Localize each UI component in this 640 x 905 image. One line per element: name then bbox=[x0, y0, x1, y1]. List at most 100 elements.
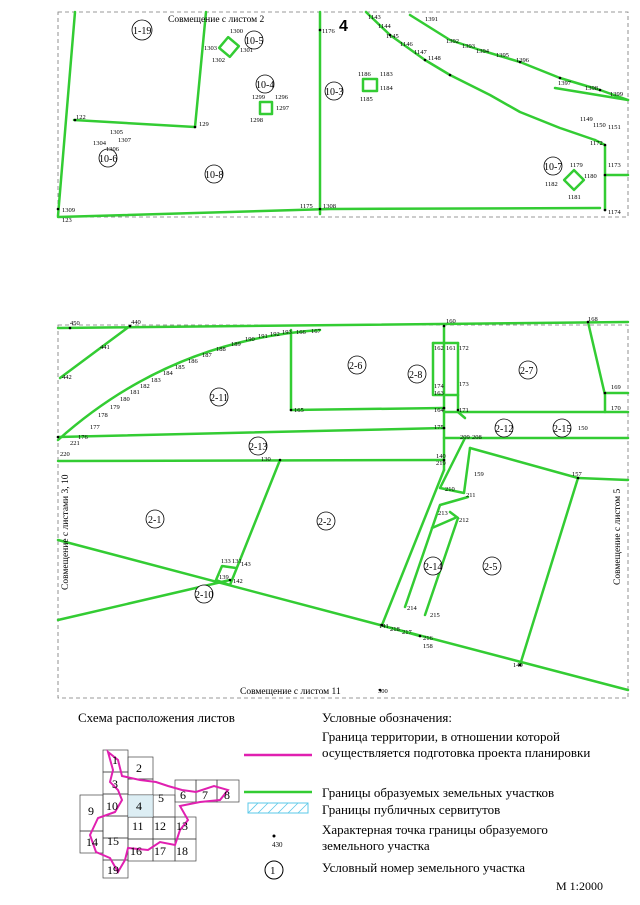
point-label: 169 bbox=[611, 384, 621, 391]
parcel-10-5: 10-5 bbox=[245, 36, 263, 47]
parcel-2-13: 2-13 bbox=[249, 442, 267, 453]
legend-title: Условные обозначения: bbox=[322, 710, 453, 725]
point-label: 174 bbox=[434, 383, 445, 390]
upper-sheet-frame bbox=[57, 11, 629, 218]
point-label: 133 bbox=[221, 558, 231, 565]
point-label: 143 bbox=[241, 561, 251, 568]
point-label: 166 bbox=[296, 329, 307, 336]
point-label: 210 bbox=[445, 486, 455, 493]
parcel-2-6: 2-6 bbox=[349, 361, 362, 372]
point-label: 220 bbox=[60, 451, 70, 458]
point-label: 213 bbox=[438, 510, 448, 517]
point-label: 192 bbox=[270, 331, 280, 338]
point-label: 171 bbox=[459, 407, 469, 414]
point-label: 218 bbox=[390, 626, 400, 633]
point-label: 1175 bbox=[300, 203, 313, 210]
scheme-sheet-3: 3 bbox=[112, 777, 118, 791]
point-label: 1145 bbox=[386, 33, 399, 40]
legend-item-territory: Граница территории, в отношении которой … bbox=[322, 729, 591, 760]
point-label: 1301 bbox=[240, 47, 253, 54]
scheme-sheet-19: 19 bbox=[107, 863, 119, 877]
point-label: 186 bbox=[188, 358, 199, 365]
point-label: 164 bbox=[434, 407, 445, 414]
point-label: 1185 bbox=[360, 96, 373, 103]
point-label: 1172 bbox=[590, 140, 603, 147]
point-label: 182 bbox=[140, 383, 150, 390]
left-alignment-note: Совмещение с листами 3, 10 bbox=[61, 474, 71, 590]
scheme-sheet-18: 18 bbox=[176, 844, 188, 858]
point-label: 162 bbox=[434, 345, 444, 352]
point-label: 215 bbox=[430, 612, 440, 619]
point-label: 173 bbox=[459, 381, 469, 388]
parcel-10-6: 10-6 bbox=[99, 154, 117, 165]
point-label: 187 bbox=[202, 352, 213, 359]
point-label: 163 bbox=[434, 390, 444, 397]
scheme-sheet-7: 7 bbox=[202, 788, 208, 802]
point-label: 140 bbox=[436, 453, 446, 460]
point-label: 1183 bbox=[380, 71, 393, 78]
scheme-numbers: 1 2 3 4 5 6 7 8 9 10 11 12 13 14 15 16 1… bbox=[86, 753, 283, 877]
point-label: 1298 bbox=[250, 117, 263, 124]
point-label: 1186 bbox=[358, 71, 372, 78]
point-label: 1184 bbox=[380, 85, 394, 92]
point-label: 1179 bbox=[570, 162, 583, 169]
legend-number-sample: 1 bbox=[270, 865, 276, 877]
parcel-2-11: 2-11 bbox=[210, 393, 228, 404]
point-label: 1296 bbox=[275, 94, 289, 101]
point-label: 175 bbox=[434, 424, 444, 431]
point-label: 172 bbox=[459, 345, 469, 352]
point-label: 1304 bbox=[93, 140, 107, 147]
point-label: 1308 bbox=[323, 203, 336, 210]
point-label: 168 bbox=[588, 316, 598, 323]
point-label: 165 bbox=[294, 407, 304, 414]
point-label: 181 bbox=[130, 389, 140, 396]
point-label: 191 bbox=[258, 333, 268, 340]
point-label: 1143 bbox=[368, 14, 381, 21]
point-label: 190 bbox=[245, 336, 255, 343]
point-label: 1394 bbox=[476, 48, 490, 55]
point-label: 212 bbox=[459, 517, 469, 524]
point-label: 170 bbox=[611, 405, 621, 412]
right-alignment-note: Совмещение с листом 5 bbox=[613, 488, 623, 585]
point-label: 1393 bbox=[462, 43, 475, 50]
point-label: 442 bbox=[62, 374, 72, 381]
parcel-circles bbox=[98, 19, 572, 604]
parcel-2-2: 2-2 bbox=[318, 517, 331, 528]
parcel-2-8: 2-8 bbox=[409, 370, 422, 381]
point-label: 1144 bbox=[378, 23, 392, 30]
legend-item-point: Характерная точка границы образуемого зе… bbox=[322, 822, 548, 853]
point-label: 184 bbox=[163, 370, 174, 377]
scheme-sheet-8: 8 bbox=[224, 788, 230, 802]
point-label: 1299 bbox=[252, 94, 265, 101]
parcel-10-4: 10-4 bbox=[256, 80, 274, 91]
point-label: 142 bbox=[233, 578, 243, 585]
point-label: 221 bbox=[70, 440, 80, 447]
point-label: 1146 bbox=[400, 41, 414, 48]
legend-item-servitudes: Границы публичных сервитутов bbox=[322, 802, 501, 817]
point-label: 1147 bbox=[414, 49, 428, 56]
point-label: 1300 bbox=[230, 28, 243, 35]
point-label: 1395 bbox=[496, 52, 509, 59]
scheme-territory-boundary bbox=[88, 749, 230, 874]
point-label: 149 bbox=[513, 662, 523, 669]
point-label: 161 bbox=[446, 345, 456, 352]
point-label: 1182 bbox=[545, 181, 558, 188]
point-label: 1391 bbox=[425, 16, 438, 23]
point-label: 158 bbox=[423, 643, 433, 650]
point-label: 157 bbox=[572, 471, 583, 478]
point-label: 176 bbox=[78, 434, 89, 441]
point-label: 1303 bbox=[204, 45, 217, 52]
point-label: 1181 bbox=[568, 194, 581, 201]
legend-item-parcel-boundaries: Границы образуемых земельных участков bbox=[322, 785, 555, 800]
parcel-2-12: 2-12 bbox=[495, 424, 513, 435]
bottom-alignment-note: Совмещение с листом 11 bbox=[240, 687, 341, 697]
scale-label: М 1:2000 bbox=[556, 879, 604, 893]
point-label: 1396 bbox=[516, 57, 530, 64]
sheet-number: 4 bbox=[339, 18, 348, 35]
map-texts: Совмещение с листом 2 Совмещение с листо… bbox=[60, 14, 623, 697]
legend-samples bbox=[244, 753, 312, 880]
top-alignment-note: Совмещение с листом 2 bbox=[168, 15, 265, 25]
point-label: 216 bbox=[423, 635, 434, 642]
point-label: 1399 bbox=[610, 91, 623, 98]
